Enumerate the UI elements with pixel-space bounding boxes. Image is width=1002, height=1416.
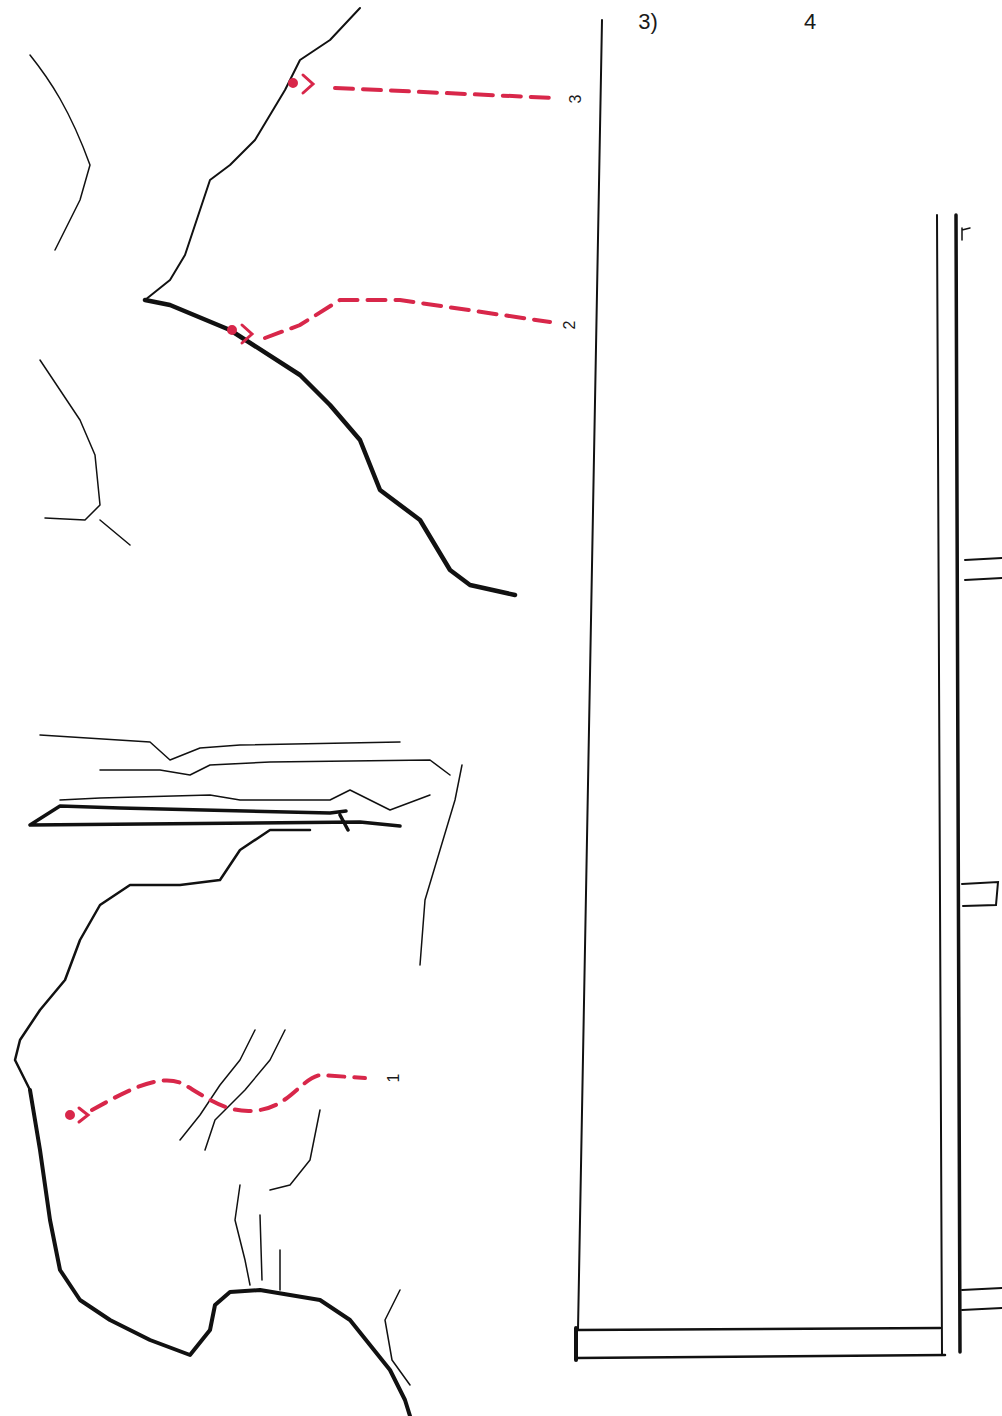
rock-outline bbox=[15, 830, 310, 1090]
strata-line bbox=[30, 806, 400, 830]
crack-line bbox=[30, 55, 90, 250]
rock-outline bbox=[30, 1090, 410, 1416]
leader-line bbox=[265, 300, 550, 338]
leader-line bbox=[335, 88, 555, 98]
leader-dot bbox=[67, 1112, 73, 1118]
strata-line bbox=[40, 735, 400, 760]
panel-edge bbox=[956, 215, 960, 1352]
panel-edge bbox=[962, 228, 970, 240]
crack-line bbox=[40, 360, 130, 545]
leader-arrow bbox=[303, 75, 313, 93]
panel-edge bbox=[937, 215, 942, 1355]
leader-arrow bbox=[79, 1108, 88, 1122]
panel-tick bbox=[965, 558, 1002, 580]
leader-dot bbox=[229, 327, 235, 333]
leader-line bbox=[92, 1075, 365, 1111]
crack-line bbox=[180, 1030, 410, 1385]
panel-edge bbox=[578, 20, 602, 1330]
panel-edge bbox=[574, 1328, 578, 1360]
page-number: 4 bbox=[804, 11, 816, 33]
panel-edge bbox=[576, 1328, 945, 1358]
crack-line bbox=[420, 765, 462, 965]
strata-line bbox=[100, 760, 450, 775]
rock-outline bbox=[145, 300, 515, 595]
panel-tick bbox=[962, 882, 998, 906]
leader-arrow bbox=[242, 325, 252, 343]
callout-number: 1 bbox=[386, 1074, 402, 1083]
panel-tick bbox=[962, 1288, 1002, 1310]
leader-dot bbox=[290, 80, 296, 86]
callout-number: 3 bbox=[568, 95, 584, 104]
rock-outline bbox=[145, 8, 360, 300]
page-number: 3) bbox=[638, 11, 658, 33]
callout-number: 2 bbox=[562, 321, 578, 330]
